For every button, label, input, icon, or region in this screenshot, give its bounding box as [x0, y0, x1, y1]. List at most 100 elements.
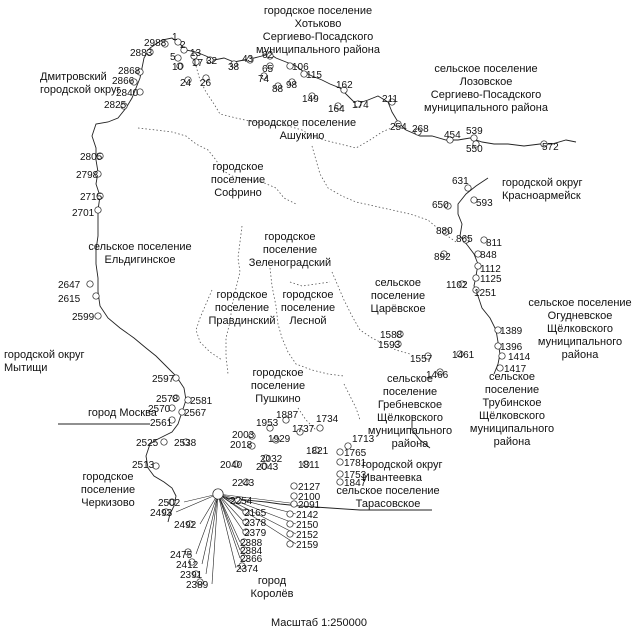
boundary-point-label: 164 [328, 104, 345, 115]
region-label-line: Царёвское [370, 303, 425, 315]
boundary-point-label: 162 [336, 80, 353, 91]
boundary-point-label: 62 [262, 50, 274, 61]
region-label-line: поселение [383, 386, 437, 398]
boundary-point-marker [188, 558, 196, 566]
boundary-point-marker [442, 228, 450, 236]
region-label-line: городское [83, 471, 134, 483]
boundary-point-marker [206, 56, 214, 64]
boundary-point-label: 2493 [150, 508, 173, 519]
region-label-line: поселение [215, 302, 269, 314]
region-label-line: Дмитровский [40, 71, 107, 83]
boundary-point-marker [238, 562, 246, 570]
boundary-point-marker [136, 68, 144, 76]
region-label-line: городское поселение [248, 117, 356, 129]
boundary-point-marker [458, 280, 466, 288]
boundary-point-marker [290, 500, 298, 508]
leader-line [217, 493, 241, 551]
boundary-point-label: 26 [200, 78, 212, 89]
boundary-point-label: 2091 [298, 500, 321, 511]
boundary-point-label: 10 [172, 62, 184, 73]
boundary-point-marker [248, 432, 256, 440]
boundary-point-marker [472, 274, 480, 282]
boundary-point-marker [440, 250, 448, 258]
boundary-point-label: 892 [434, 252, 451, 263]
boundary-point-label: 539 [466, 126, 483, 137]
boundary-point-marker [288, 78, 296, 86]
region-label-line: Ивантеевка [362, 472, 423, 484]
boundary-point-label: 1417 [504, 364, 527, 375]
boundary-point-label: 1251 [474, 288, 497, 299]
region-label-line: Хотьково [295, 18, 342, 30]
boundary-point-marker [180, 46, 188, 54]
boundary-point-label: 2384 [240, 546, 263, 557]
boundary-point-marker [300, 70, 308, 78]
region-label-line: Софрино [214, 187, 262, 199]
boundary-point-label: 32 [206, 56, 218, 67]
leader-line [217, 493, 297, 525]
boundary-point-label: 88 [272, 84, 284, 95]
boundary-point-marker [262, 454, 270, 462]
boundary-point-marker [480, 236, 488, 244]
boundary-point-marker [470, 196, 478, 204]
boundary-point-label: 2040 [220, 460, 243, 471]
boundary-point-marker [336, 448, 344, 456]
boundary-point-marker [266, 62, 274, 70]
boundary-point-marker [242, 508, 250, 516]
boundary-point-label: 2599 [72, 312, 95, 323]
boundary-point-label: 2883 [130, 48, 153, 59]
boundary-point-label: 2561 [150, 418, 173, 429]
boundary-point-label: 2581 [190, 396, 213, 407]
region-label-line: Лесной [289, 315, 326, 327]
boundary-point-label: 2615 [58, 294, 81, 305]
boundary-point-label: 2475 [170, 550, 193, 561]
region-label-line: городской округ [502, 177, 583, 189]
region-label-line: поселение [211, 174, 265, 186]
region-label-line: района [392, 438, 430, 450]
region-label-line: муниципального [538, 336, 622, 348]
boundary-point-marker [182, 438, 190, 446]
boundary-point-marker [394, 120, 402, 128]
boundary-point-marker [260, 462, 268, 470]
boundary-point-marker [146, 48, 154, 56]
boundary-point-marker [302, 460, 310, 468]
boundary-point-label: 65 [262, 64, 274, 75]
boundary-point-marker [184, 76, 192, 84]
boundary-point-label: 550 [466, 144, 483, 155]
boundary-point-marker [272, 436, 280, 444]
leader-line [217, 493, 241, 559]
boundary-point-label: 1847 [344, 478, 367, 489]
boundary-point-marker [474, 262, 482, 270]
boundary-point-marker [130, 78, 138, 86]
region-label-line: сельское поселение [336, 485, 439, 497]
boundary-point-label: 2866 [112, 76, 135, 87]
boundary-point-label: 98 [286, 80, 298, 91]
boundary-point-marker [234, 496, 242, 504]
boundary-point-marker [96, 192, 104, 200]
region-label-line: сельское поселение [528, 297, 631, 309]
boundary-point-marker [354, 100, 362, 108]
boundary-point-marker [286, 540, 294, 548]
boundary-point-label: 174 [352, 100, 369, 111]
boundary-point-label: 1414 [508, 352, 531, 363]
boundary-point-label: 115 [306, 70, 322, 81]
region-label-line: Сергиево-Посадского [431, 89, 541, 101]
boundary-point-marker [312, 446, 320, 454]
boundary-point-marker [286, 510, 294, 518]
boundary-point-label: 631 [452, 176, 469, 187]
boundary-point-label: 2127 [298, 482, 321, 493]
boundary-point-label: 268 [412, 124, 429, 135]
boundary-point-label: 74 [258, 74, 270, 85]
region-label-line: Пушкино [255, 393, 300, 405]
boundary-point-marker [184, 396, 192, 404]
boundary-point-marker [496, 364, 504, 372]
region-label-line: город [258, 575, 287, 587]
region-label-line: поселение [251, 380, 305, 392]
boundary-point-marker [174, 54, 182, 62]
region-label-line: городское поселение [264, 5, 372, 17]
region-label-line: муниципального [368, 425, 452, 437]
boundary-point-marker [436, 368, 444, 376]
